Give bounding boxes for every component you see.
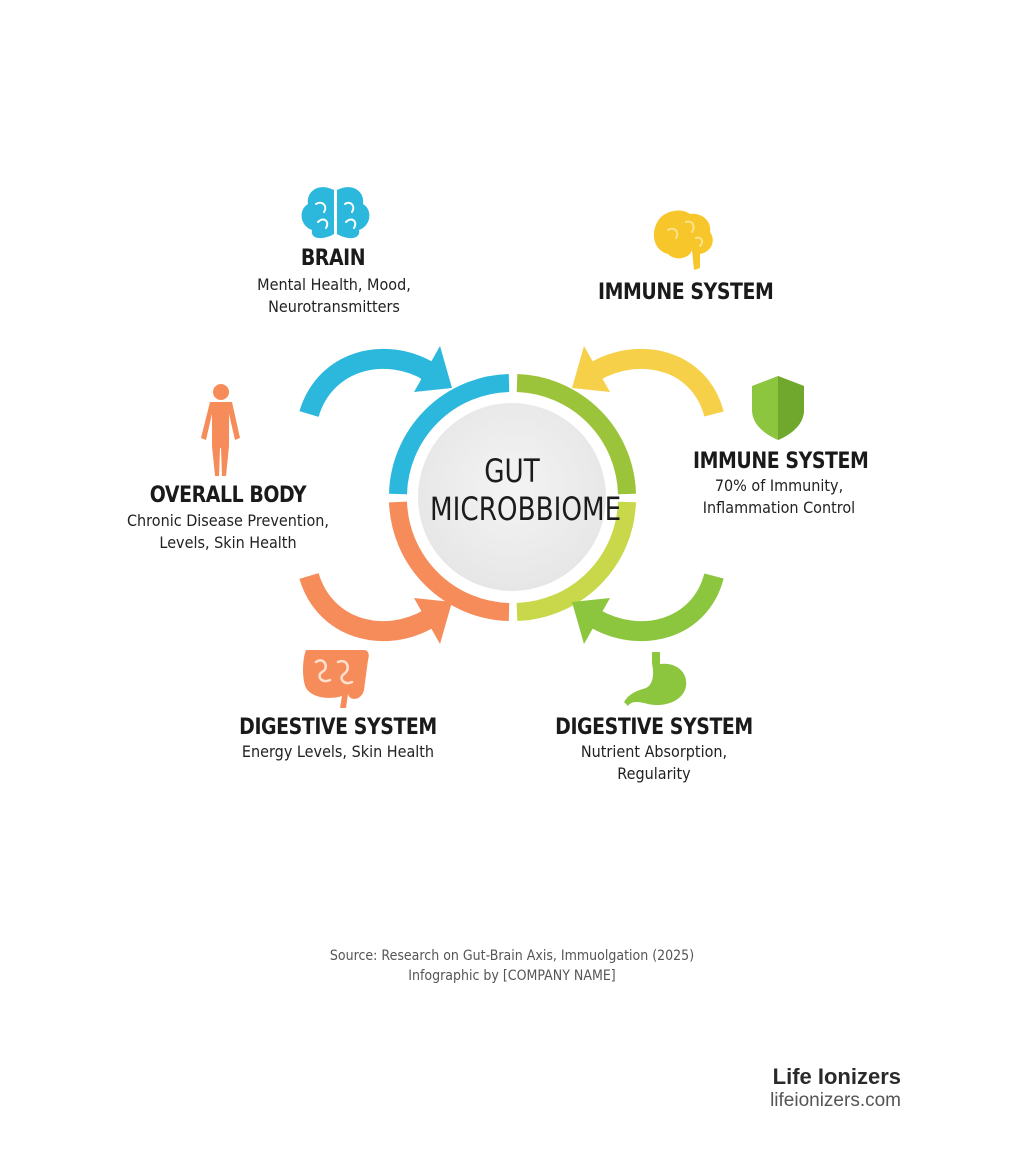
shield-icon [752,376,804,440]
digestive-right-description: Nutrient Absorption, Regularity [528,741,780,785]
brand-name: Life Ionizers [772,1064,901,1089]
immune-right-title: IMMUNE SYSTEM [693,449,869,474]
center-label: GUT MICROBBIOME [430,452,622,528]
overall-body-description-line: Chronic Disease Prevention, [127,511,329,530]
digestive-left-description: Energy Levels, Skin Health [212,741,464,763]
source-note: Source: Research on Gut-Brain Axis, Immu… [242,946,782,986]
ring-segment-bottom-left [389,501,510,621]
arrowhead-digestive-to-gut [572,598,610,644]
brain-description-line: Mental Health, Mood, [257,275,411,294]
immune-right-description: 70% of Immunity, Inflammation Control [653,475,905,519]
ring-segment-bottom-right [516,501,636,621]
ring-segment-top-left [389,374,510,495]
brain-description: Mental Health, Mood, Neurotransmitters [199,274,469,318]
arrow-body-to-gut [299,572,436,641]
intestines-icon [303,650,369,708]
immune-brain-icon [653,210,713,270]
immune-right-description-line: 70% of Immunity, [714,476,844,495]
digestive-left-description-line: Energy Levels, Skin Health [241,742,435,761]
overall-body-title: OVERALL BODY [149,483,307,508]
brain-title: BRAIN [300,246,366,271]
arrowhead-body-to-gut [414,598,452,644]
ring-segment-top-right [516,374,636,495]
arrowhead-brain-to-gut [414,346,452,392]
center-label-line2: MICROBBIOME [430,490,622,528]
brain-description-line: Neurotransmitters [268,297,400,316]
digestive-right-description-line: Nutrient Absorption, [580,742,728,761]
overall-body-description: Chronic Disease Prevention, Levels, Skin… [102,510,354,554]
immune-top-title: IMMUNE SYSTEM [598,280,774,305]
center-label-line1: GUT [484,452,540,490]
arrow-immune-to-gut [588,349,724,418]
digestive-right-title: DIGESTIVE SYSTEM [555,715,753,740]
arrow-digestive-to-gut [588,572,724,641]
human-body-icon [201,384,240,476]
digestive-left-title: DIGESTIVE SYSTEM [239,715,437,740]
digestive-right-description-line: Regularity [617,764,691,783]
brand-block: Life Ionizers lifeionizers.com [770,1064,901,1112]
immune-right-description-line: Inflammation Control [702,498,856,517]
credit-line: Infographic by [COMPANY NAME] [408,968,616,984]
arrowhead-immune-to-gut [572,346,610,392]
source-line: Source: Research on Gut-Brain Axis, Immu… [329,948,695,964]
brain-icon [301,187,370,239]
brand-url: lifeionizers.com [770,1090,901,1111]
overall-body-description-line: Levels, Skin Health [159,533,297,552]
center-circle [414,399,610,595]
stomach-icon [624,652,687,706]
arrow-brain-to-gut [299,349,447,418]
